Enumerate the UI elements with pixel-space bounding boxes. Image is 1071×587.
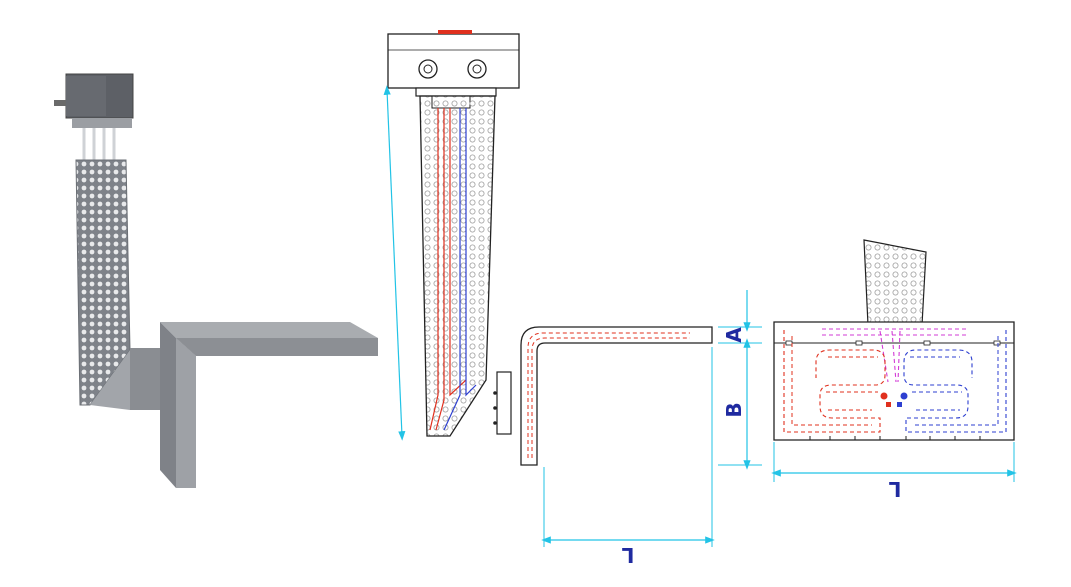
end-view-drawing [773, 239, 1015, 441]
dimension-l-side-label: L [621, 543, 634, 567]
junction-block [130, 348, 160, 410]
side-view-drawing [383, 30, 713, 466]
cable-gland-icon [467, 59, 487, 79]
terminal-box-icon [54, 73, 134, 119]
l-shelf-element [527, 332, 690, 458]
cable-gland-icon [418, 59, 438, 79]
flange [72, 118, 132, 128]
dimension-l-side: L [541, 347, 715, 567]
perforated-guard [419, 95, 496, 437]
shelf-top [160, 322, 378, 338]
terminal-rods [82, 128, 116, 160]
terminal-box-icon [387, 33, 520, 89]
heating-element-magenta [822, 328, 966, 383]
dimension-a-label: A [722, 327, 746, 343]
junction-block [496, 371, 512, 435]
perforated-guard-section [863, 239, 927, 326]
heating-element-blue [443, 108, 477, 431]
end-shelf-outline [773, 321, 1015, 441]
height-dimension-line [383, 85, 406, 441]
dimension-l-end-label: L [888, 477, 901, 501]
heating-element-red [783, 330, 886, 433]
shelf-front [176, 338, 378, 356]
flange [415, 87, 497, 97]
dimension-l-end: L [771, 442, 1017, 501]
l-shelf-outline [520, 326, 713, 466]
heater-photo [54, 73, 378, 488]
dimension-a-b: A B [718, 290, 762, 470]
dimension-b-label: B [722, 402, 746, 417]
shelf-vertical-face [176, 338, 196, 488]
junction-gusset [90, 350, 130, 410]
heating-element-red [429, 108, 467, 431]
bottom-notches [809, 436, 981, 440]
